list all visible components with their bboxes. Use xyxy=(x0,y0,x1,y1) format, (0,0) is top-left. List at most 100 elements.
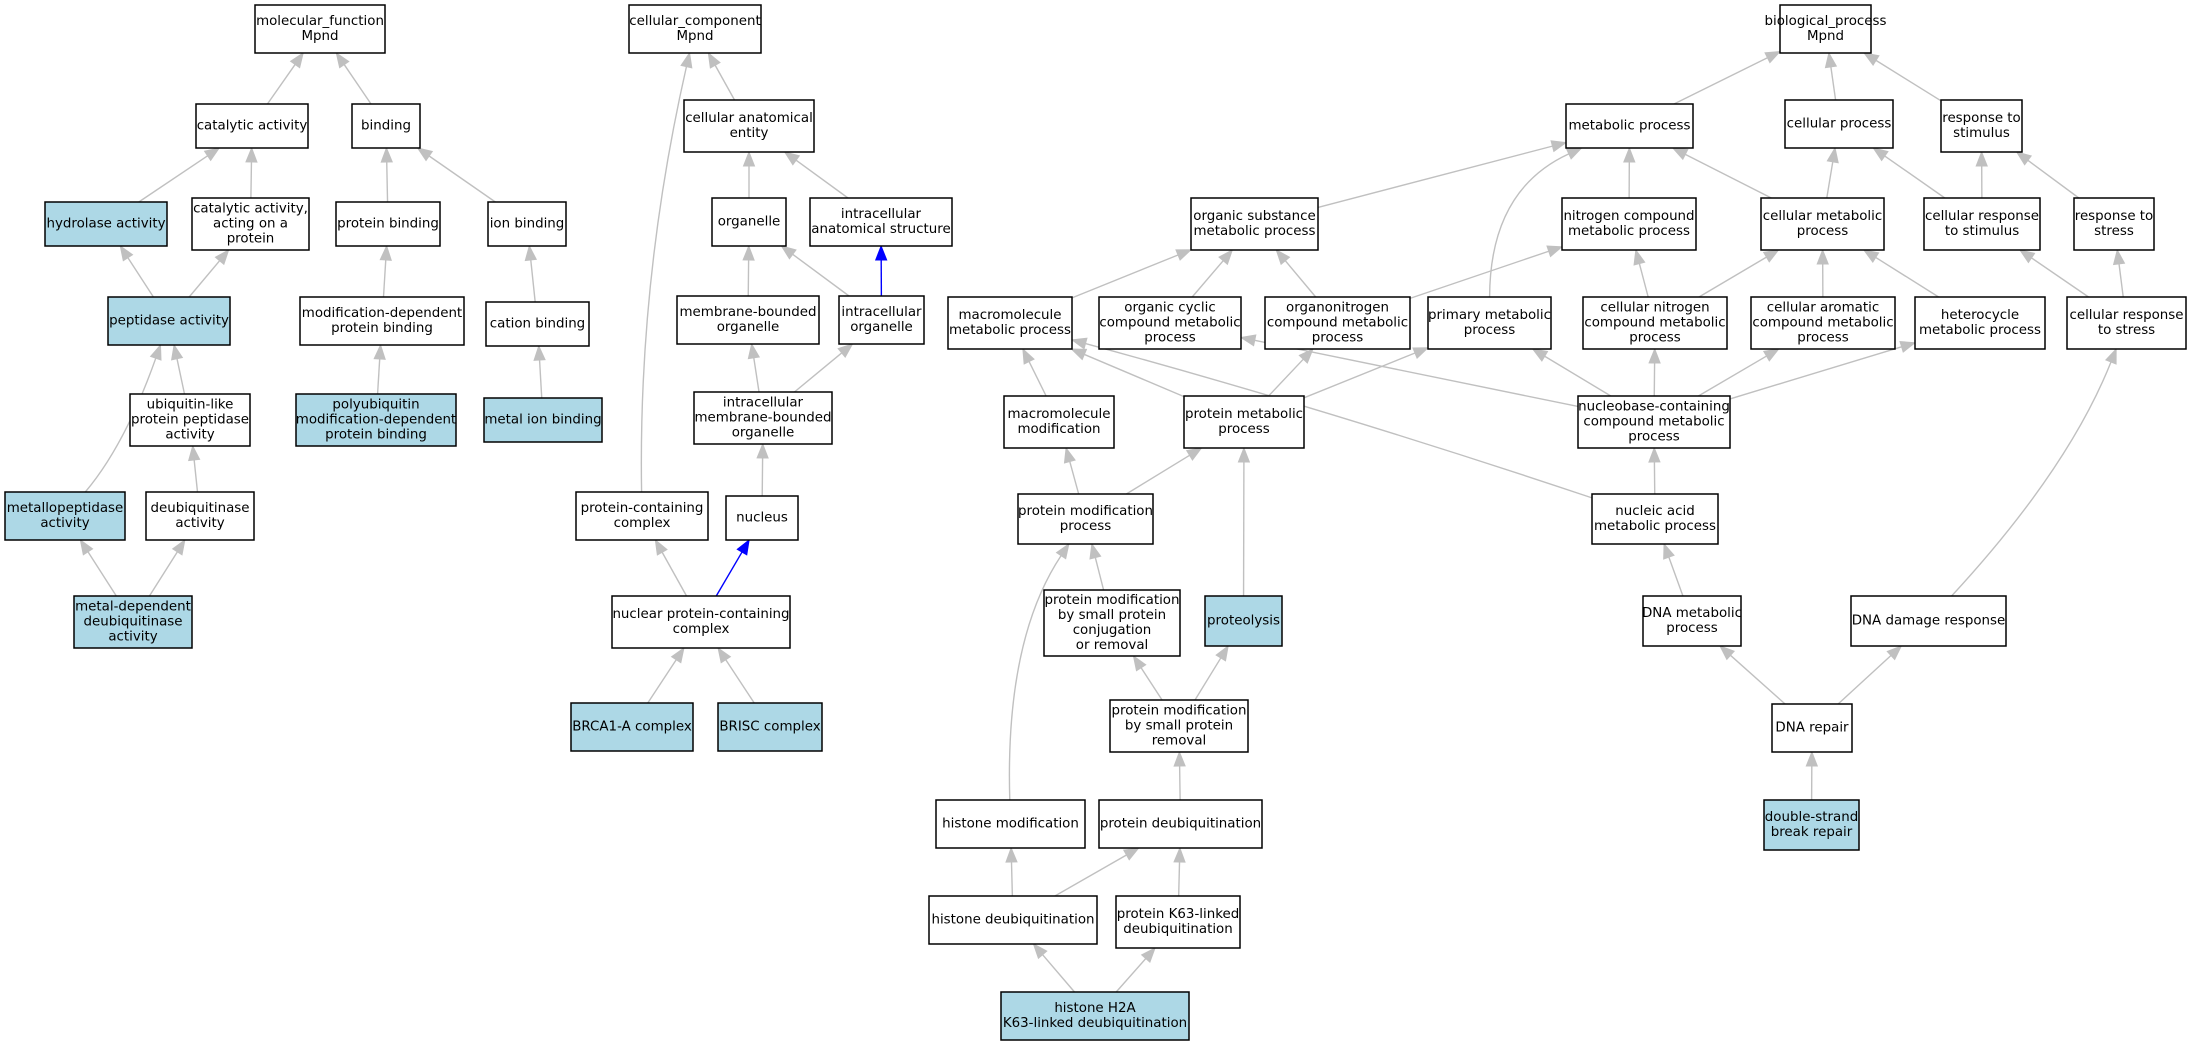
term-node-peptidase[interactable]: peptidase activity xyxy=(107,296,231,346)
edge-arrowhead xyxy=(1648,347,1661,364)
edge-nucleus-to-imbo xyxy=(756,442,769,497)
term-label-line: activity xyxy=(175,516,224,531)
term-node-proteolysis[interactable]: proteolysis xyxy=(1204,595,1283,647)
edge-crs-to-cell_resp_stim xyxy=(2018,249,2089,298)
edge-cncmp-to-cmp xyxy=(1698,249,1780,298)
term-node-catalytic[interactable]: catalytic activity xyxy=(195,103,309,149)
term-node-hydrolase[interactable]: hydrolase activity xyxy=(44,201,168,247)
edge-arrowhead xyxy=(1412,347,1430,360)
term-node-histone_mod[interactable]: histone modification xyxy=(935,799,1086,849)
term-label-line: nucleobase-containing xyxy=(1578,400,1730,415)
term-node-cellular_process[interactable]: cellular process xyxy=(1784,99,1894,149)
term-node-prot_deub[interactable]: protein deubiquitination xyxy=(1098,799,1263,849)
term-label-line: cellular nitrogen xyxy=(1600,301,1709,316)
edge-arrowhead xyxy=(1805,750,1819,767)
edge-prot_deub-to-pmod_spr xyxy=(1173,750,1186,801)
edge-line xyxy=(376,358,381,395)
term-box xyxy=(107,296,231,346)
edge-protein_binding-to-binding xyxy=(380,146,393,203)
term-node-metal_ion_binding[interactable]: metal ion binding xyxy=(483,397,603,443)
term-node-organelle[interactable]: organelle xyxy=(711,197,787,247)
edge-line xyxy=(1094,557,1105,591)
term-node-nucleus[interactable]: nucleus xyxy=(725,495,799,541)
term-label-line: histone modification xyxy=(942,817,1079,832)
edge-line xyxy=(188,260,221,298)
edge-brca1a-to-npcc xyxy=(647,646,685,704)
edge-arrowhead xyxy=(1022,347,1035,365)
edge-line xyxy=(1698,256,1767,298)
term-label-line: compound metabolic xyxy=(1583,415,1724,430)
term-node-binding[interactable]: binding xyxy=(351,103,421,149)
edge-arrowhead xyxy=(1185,447,1203,461)
term-node-metabolic[interactable]: metabolic process xyxy=(1565,103,1694,149)
edge-line xyxy=(1317,145,1553,209)
term-label-line: response to xyxy=(2075,209,2154,224)
edge-osmp-to-metabolic xyxy=(1317,140,1568,209)
term-box xyxy=(73,595,193,649)
term-label-line: metallopeptidase xyxy=(7,501,124,516)
term-node-cation_binding[interactable]: cation binding xyxy=(485,301,590,347)
term-node-polyub_binding[interactable]: polyubiquitinmodification-dependentprote… xyxy=(295,393,457,447)
term-box xyxy=(1204,595,1283,647)
term-label-line: process xyxy=(1464,323,1515,338)
term-box xyxy=(191,197,310,251)
term-node-brca1a[interactable]: BRCA1-A complex xyxy=(570,702,694,752)
term-node-protein_binding[interactable]: protein binding xyxy=(335,201,441,247)
edge-arrowhead xyxy=(783,151,801,166)
term-box xyxy=(1577,395,1731,449)
term-node-dna_repair[interactable]: DNA repair xyxy=(1771,703,1853,753)
term-label-line: cellular_component xyxy=(629,14,760,29)
edge-arrowhead xyxy=(1298,348,1314,364)
term-box xyxy=(1098,296,1242,350)
term-node-ddr[interactable]: DNA damage response xyxy=(1850,595,2007,647)
term-node-brisc[interactable]: BRISC complex xyxy=(717,702,823,752)
term-label-line: protein binding xyxy=(331,321,433,336)
term-label-line: metabolic process xyxy=(1568,224,1690,239)
term-label-line: modification xyxy=(1017,422,1100,437)
term-node-ion_binding[interactable]: ion binding xyxy=(487,201,567,247)
term-label-line: primary metabolic xyxy=(1428,308,1551,323)
term-node-histone_deub[interactable]: histone deubiquitination xyxy=(928,895,1098,945)
